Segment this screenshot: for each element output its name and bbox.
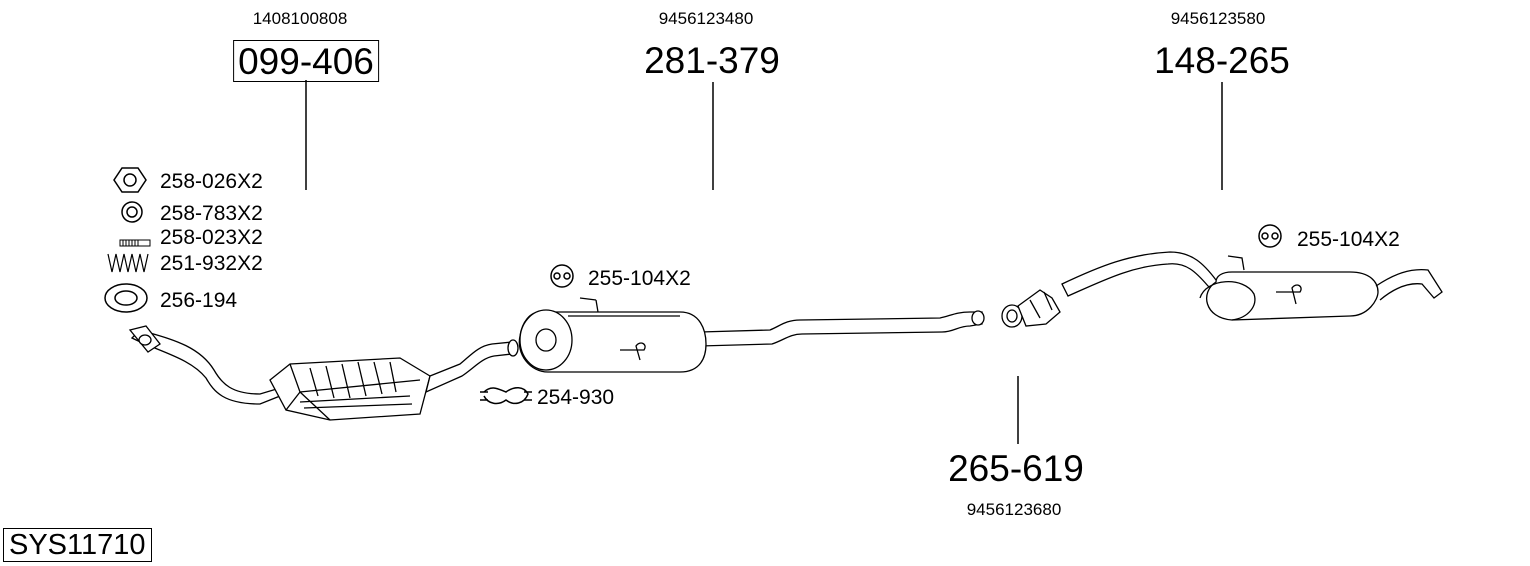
oe-number-2: 9456123480 <box>658 9 754 28</box>
catalytic-converter <box>128 325 519 421</box>
front-silencer <box>518 297 985 373</box>
part-number-connector: 265-619 <box>948 448 1084 489</box>
part-number-front-silencer: 281-379 <box>644 40 780 81</box>
gasket-icon <box>104 283 148 313</box>
rear-silencer <box>1061 251 1443 321</box>
oe-number-3: 9456123580 <box>1170 9 1266 28</box>
accessory-label-spring: 251-932X2 <box>160 252 263 275</box>
oe-number-1: 1408100808 <box>252 9 348 28</box>
accessory-label-hanger-rear: 255-104X2 <box>1297 228 1400 251</box>
part-number-rear-silencer: 148-265 <box>1154 40 1290 81</box>
connector-pipe <box>1001 289 1061 328</box>
clamp-icon <box>480 387 532 405</box>
oe-number-4: 9456123680 <box>966 500 1062 519</box>
rubber-hanger-front-icon <box>550 264 574 288</box>
bolt-icon <box>119 239 151 247</box>
washer-icon <box>121 201 143 223</box>
accessory-label-gasket: 256-194 <box>160 289 238 312</box>
leader-lines <box>305 80 1223 444</box>
accessory-label-clamp: 254-930 <box>537 386 615 409</box>
nut-icon <box>113 167 147 193</box>
accessory-label-nut: 258-026X2 <box>160 170 263 193</box>
accessory-label-hanger-front: 255-104X2 <box>588 267 691 290</box>
spring-icon <box>107 253 149 273</box>
accessory-label-bolt: 258-023X2 <box>160 226 263 249</box>
system-code: SYS11710 <box>3 528 152 562</box>
rubber-hanger-rear-icon <box>1258 224 1282 248</box>
accessory-label-washer: 258-783X2 <box>160 202 263 225</box>
part-number-catalytic-converter: 099-406 <box>233 40 379 82</box>
